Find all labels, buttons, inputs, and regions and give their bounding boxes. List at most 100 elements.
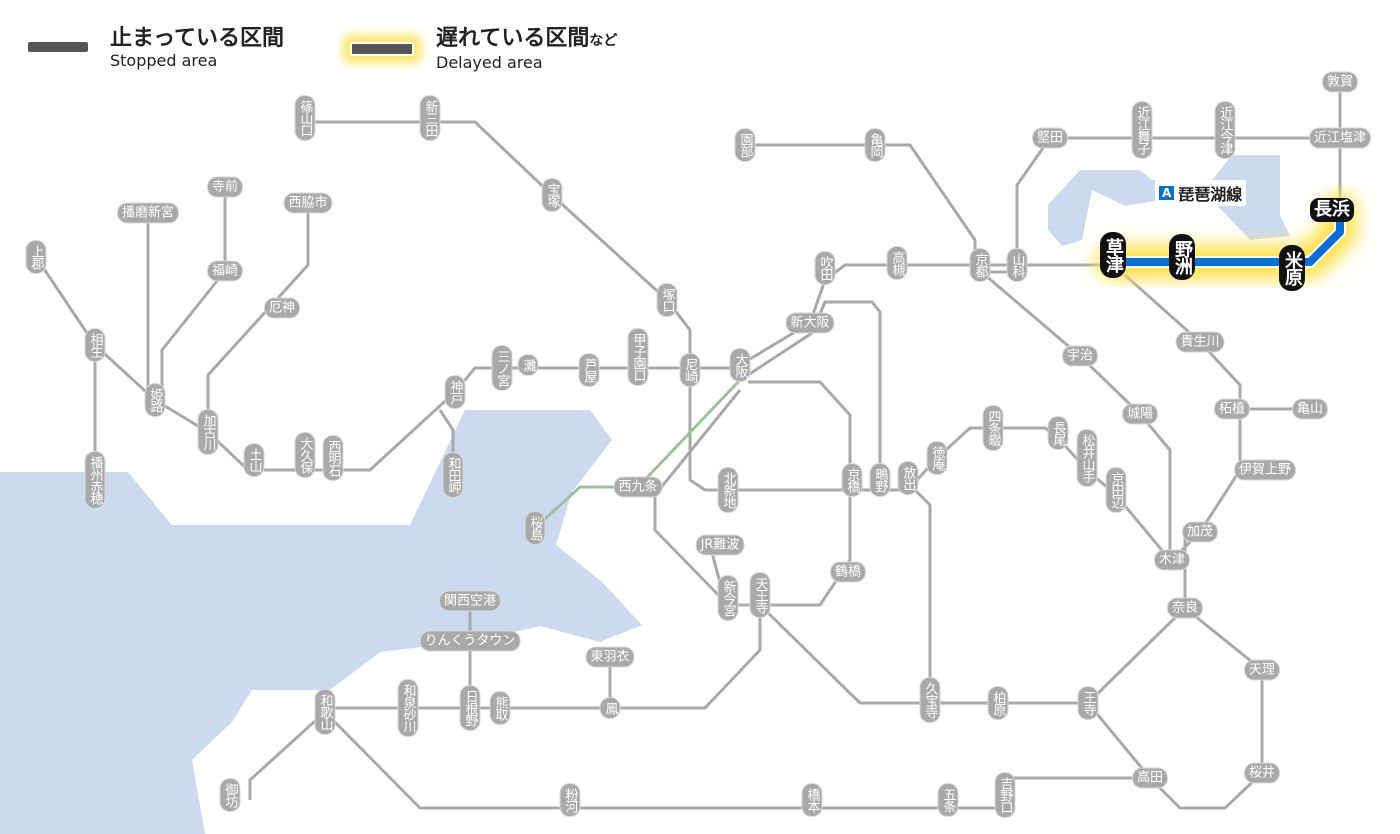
station-41[interactable]: 貴生川 <box>1176 332 1224 352</box>
station-58[interactable]: 長尾 <box>1048 417 1068 449</box>
station-60[interactable]: 徳庵 <box>927 442 947 474</box>
station-66[interactable]: 桜島 <box>525 512 545 544</box>
station-24[interactable]: 大阪 <box>730 349 750 381</box>
station-5[interactable]: 甲子園口 <box>628 329 648 385</box>
station-47[interactable]: 奈良 <box>1167 598 1203 618</box>
station-18[interactable]: 播州赤穂 <box>85 452 105 508</box>
station-54[interactable]: 宇治 <box>1062 346 1098 366</box>
station-36[interactable]: 敦賀 <box>1322 72 1358 92</box>
station-6[interactable]: 芦屋 <box>579 354 599 386</box>
station-69[interactable]: 天王寺 <box>750 573 770 617</box>
delayed-section <box>1096 193 1357 279</box>
station-30[interactable]: 園部 <box>735 129 755 161</box>
station-16[interactable]: 相生 <box>85 329 105 361</box>
station-13[interactable]: 土山 <box>244 444 264 476</box>
station-34[interactable]: 近江今津 <box>1215 102 1235 158</box>
station-48[interactable]: 天理 <box>1244 660 1280 680</box>
station-74[interactable]: 熊取 <box>490 692 510 724</box>
station-35[interactable]: 近江塩津 <box>1309 128 1371 148</box>
station-38[interactable]: 米原 <box>1279 245 1305 291</box>
station-79[interactable]: 御坊 <box>220 779 240 811</box>
sagano-line <box>745 143 977 265</box>
station-7[interactable]: 灘 <box>518 355 538 375</box>
station-20[interactable]: 寺前 <box>207 177 243 197</box>
station-62[interactable]: 鴫野 <box>870 464 890 496</box>
station-23[interactable]: 厄神 <box>264 298 300 318</box>
station-44[interactable]: 伊賀上野 <box>1234 460 1296 480</box>
station-46[interactable]: 木津 <box>1154 550 1190 570</box>
station-64[interactable]: 北新地 <box>718 468 738 512</box>
station-76[interactable]: 鳳 <box>600 698 620 718</box>
delay-glow <box>1096 193 1357 279</box>
station-12[interactable]: 大久保 <box>295 433 315 477</box>
kakogawa-line <box>206 203 310 432</box>
station-15[interactable]: 姫路 <box>145 384 165 416</box>
station-9[interactable]: 神戸 <box>445 376 465 408</box>
station-71[interactable]: 関西空港 <box>439 591 501 611</box>
tozai-line <box>688 370 852 492</box>
station-25[interactable]: 新大阪 <box>786 313 834 333</box>
station-3[interactable]: 塚口 <box>657 284 677 316</box>
station-70[interactable]: 鶴橋 <box>830 562 866 582</box>
station-72[interactable]: りんくうタウン <box>420 631 520 651</box>
station-28[interactable]: 京都 <box>970 249 990 281</box>
station-1[interactable]: 新三田 <box>420 96 440 140</box>
station-45[interactable]: 加茂 <box>1182 522 1218 542</box>
station-27[interactable]: 高槻 <box>887 247 907 279</box>
lake-biwa <box>1048 155 1290 246</box>
station-65[interactable]: 西九条 <box>614 477 662 497</box>
station-2[interactable]: 宝塚 <box>542 179 562 211</box>
station-80[interactable]: 粉河 <box>560 784 580 816</box>
hanwa-line <box>325 605 762 710</box>
station-26[interactable]: 吹田 <box>815 252 835 284</box>
station-17[interactable]: 上郡 <box>26 241 46 273</box>
biwako-line-label[interactable]: A 琵琶湖線 <box>1155 180 1247 206</box>
station-42[interactable]: 柘植 <box>1214 399 1250 419</box>
osaka-higashi-line <box>747 300 882 480</box>
station-49[interactable]: 桜井 <box>1244 763 1280 783</box>
station-21[interactable]: 福崎 <box>207 261 243 281</box>
station-0[interactable]: 篠山口 <box>295 96 315 140</box>
station-82[interactable]: 五条 <box>938 784 958 816</box>
legend-stopped-en: Stopped area <box>110 51 218 70</box>
station-56[interactable]: 京田辺 <box>1106 468 1126 512</box>
station-81[interactable]: 橋本 <box>802 784 822 816</box>
yamatoji-line <box>758 603 1088 705</box>
station-8[interactable]: 三ノ宮 <box>492 346 512 390</box>
station-57[interactable]: 松井山手 <box>1077 430 1097 486</box>
station-33[interactable]: 近江舞子 <box>1132 102 1152 158</box>
station-29[interactable]: 山科 <box>1007 249 1027 281</box>
station-11[interactable]: 西明石 <box>323 436 343 480</box>
station-37[interactable]: 長浜 <box>1310 198 1354 222</box>
station-78[interactable]: 和歌山 <box>315 690 335 734</box>
station-77[interactable]: 和泉砂川 <box>398 680 418 736</box>
station-68[interactable]: 新今宮 <box>718 576 738 620</box>
station-52[interactable]: 柏原 <box>988 687 1008 719</box>
station-10[interactable]: 和田岬 <box>443 453 463 497</box>
station-14[interactable]: 加古川 <box>198 410 218 454</box>
station-32[interactable]: 堅田 <box>1032 128 1068 148</box>
station-55[interactable]: 城陽 <box>1122 404 1158 424</box>
station-19[interactable]: 播磨新宮 <box>117 203 179 223</box>
station-61[interactable]: 放出 <box>898 462 918 494</box>
station-50[interactable]: 高田 <box>1132 768 1168 788</box>
station-43[interactable]: 亀山 <box>1292 399 1328 419</box>
station-75[interactable]: 東羽衣 <box>586 647 634 667</box>
station-4[interactable]: 尼崎 <box>680 354 700 386</box>
fukuchiyama-line <box>305 120 692 370</box>
station-22[interactable]: 西脇市 <box>284 193 332 213</box>
station-63[interactable]: 京橋 <box>842 464 862 496</box>
line-name: 琵琶湖線 <box>1178 185 1243 204</box>
station-67[interactable]: JR難波 <box>696 535 744 555</box>
station-59[interactable]: 四条畷 <box>983 406 1003 450</box>
station-51[interactable]: 王寺 <box>1078 687 1098 719</box>
legend-delayed-suffix: など <box>589 33 618 49</box>
station-53[interactable]: 久宝寺 <box>920 678 940 722</box>
station-83[interactable]: 吉野口 <box>995 773 1015 817</box>
station-39[interactable]: 野洲 <box>1169 234 1195 280</box>
station-40[interactable]: 草津 <box>1100 232 1126 278</box>
station-73[interactable]: 日根野 <box>460 686 480 730</box>
legend-delayed-en: Delayed area <box>436 53 543 72</box>
station-31[interactable]: 亀岡 <box>865 129 885 161</box>
